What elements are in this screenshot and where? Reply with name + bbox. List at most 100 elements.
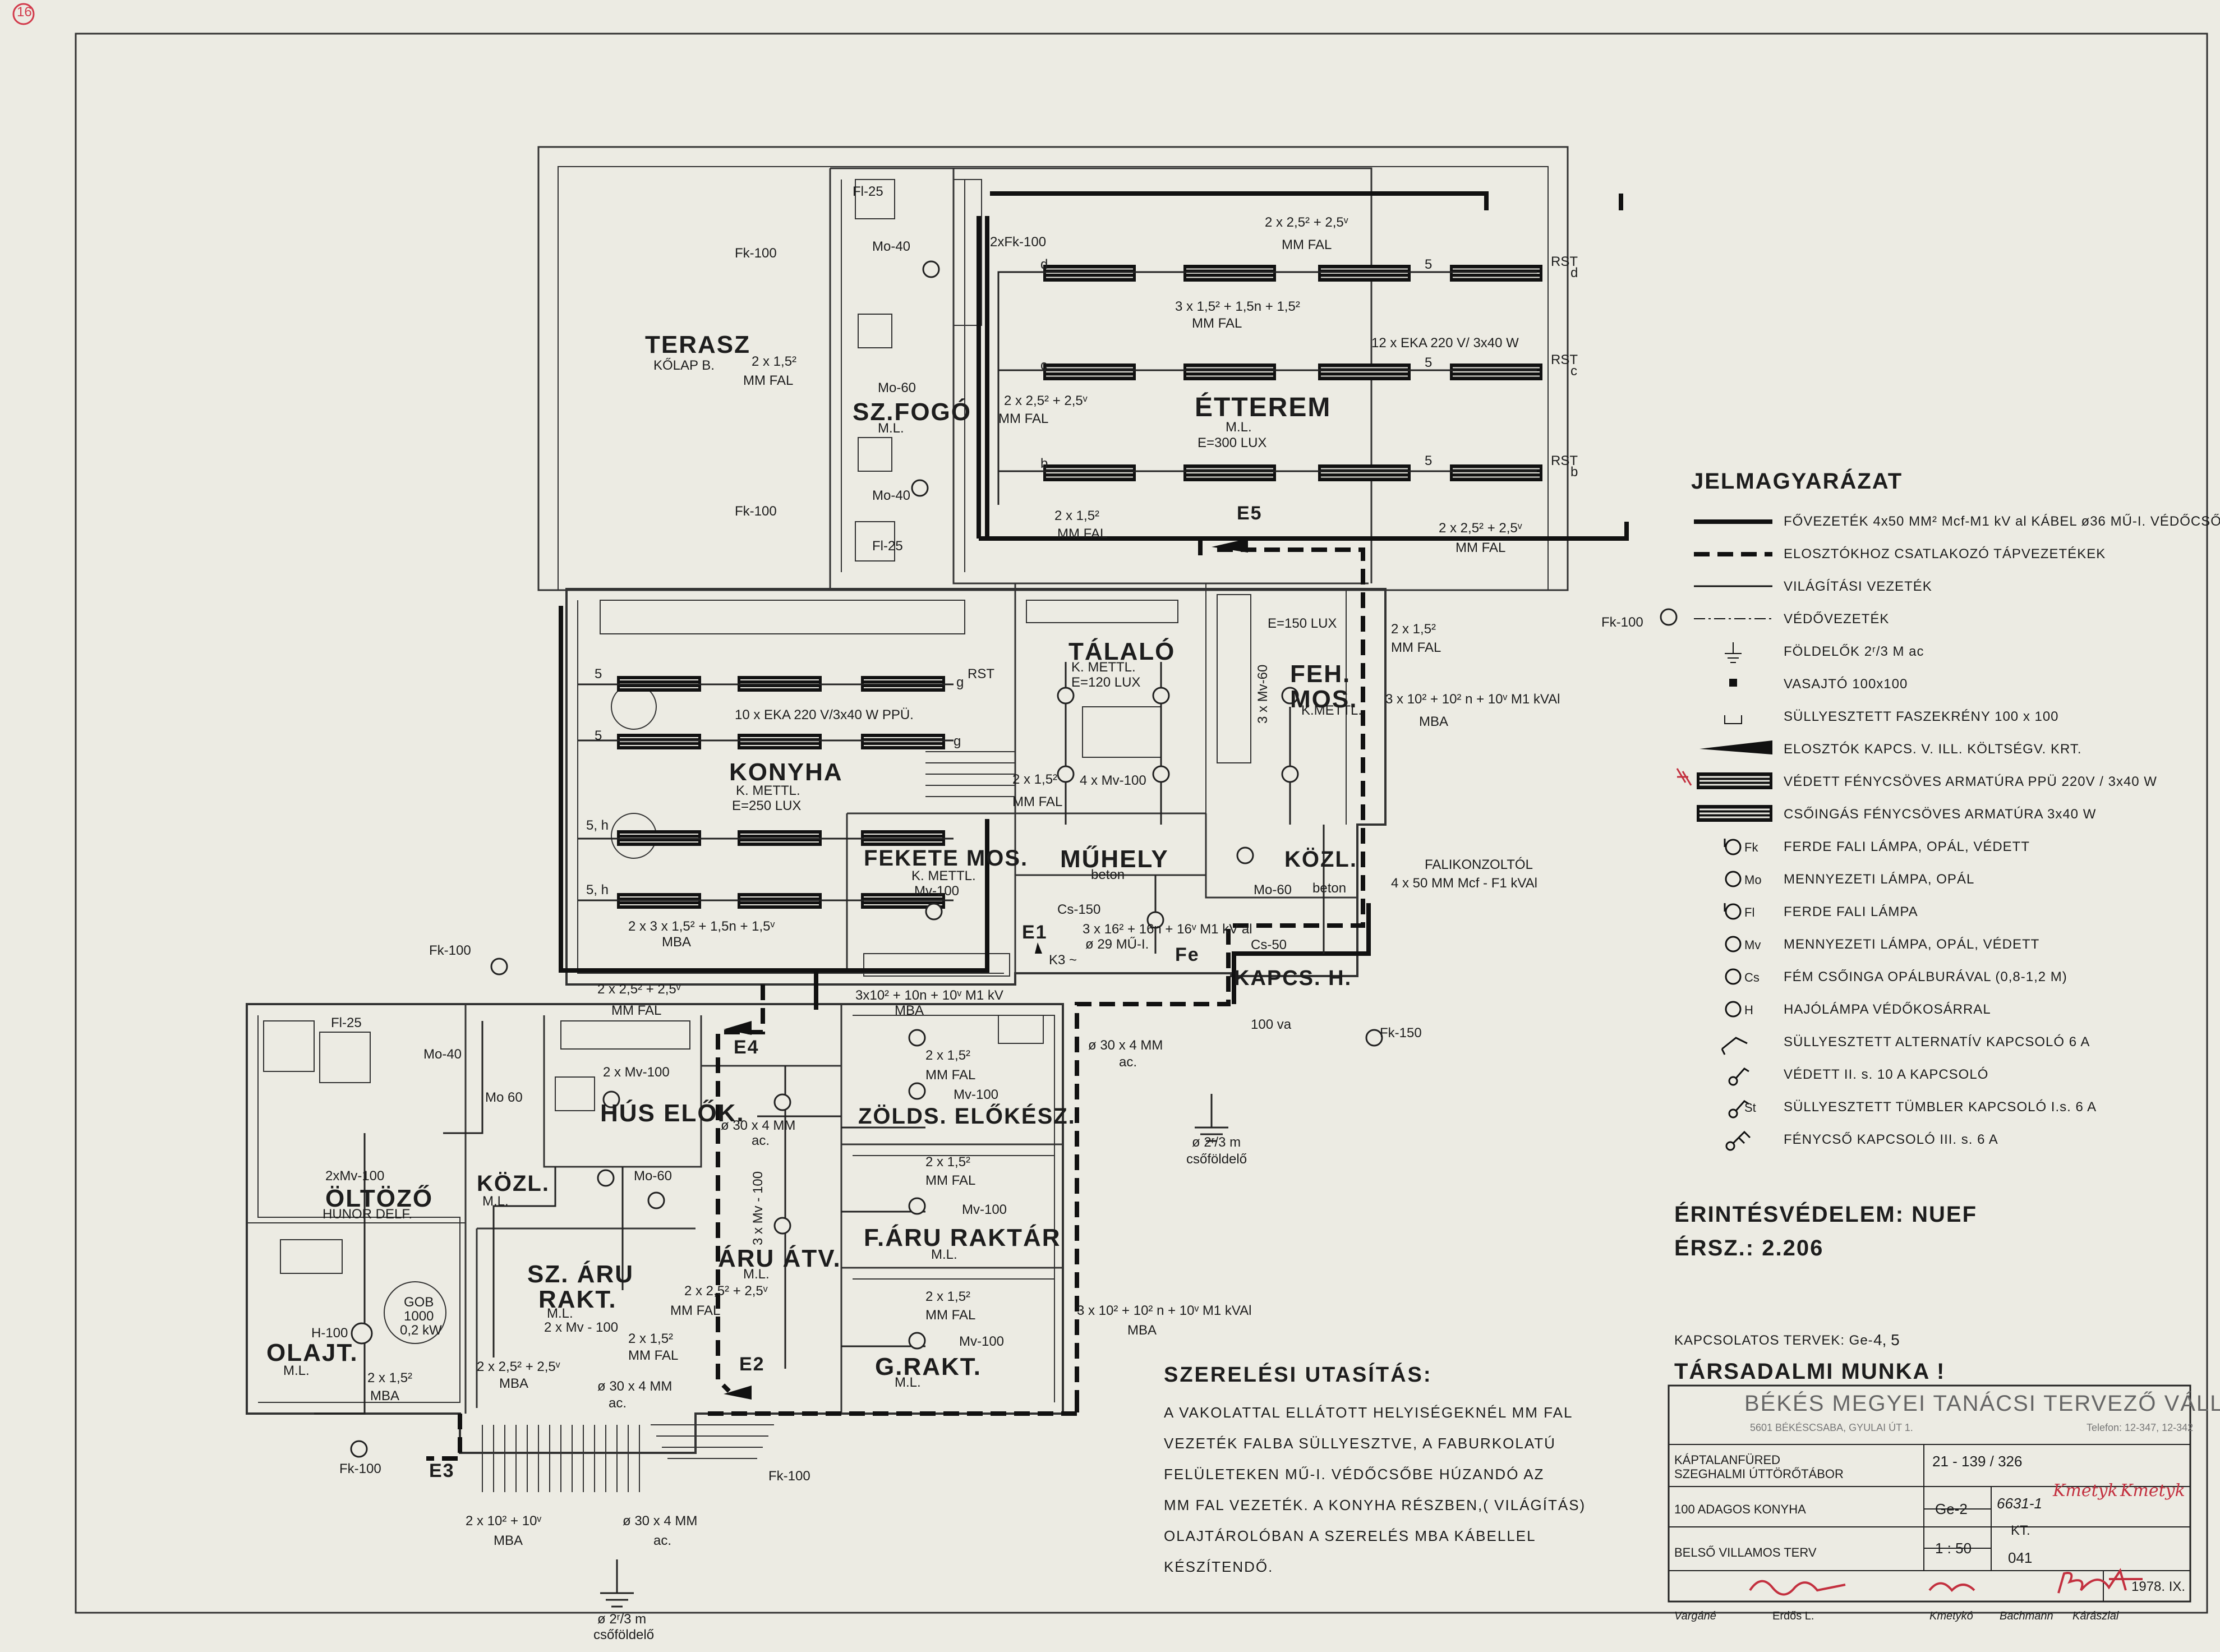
company-phone: Telefon: 12-347, 12-342	[2087, 1422, 2194, 1433]
pipe-ac-c: ac.	[609, 1396, 627, 1411]
cable-3x15: 3 x 1,5² + 1,5n + 1,5²	[1175, 299, 1300, 314]
cable-mm-fal-a: MM FAL	[1282, 237, 1332, 252]
legend-text: FERDE FALI LÁMPA	[1784, 904, 1918, 919]
falikonzol-label: FALIKONZOLTÓL	[1425, 857, 1533, 872]
instructions-line-6: KÉSZÍTENDŐ.	[1164, 1558, 1274, 1575]
lamp-fk100-e: Fk-100	[339, 1461, 381, 1476]
lamp-fl25-b: Fl-25	[872, 539, 903, 554]
legend-title: JELMAGYARÁZAT	[1691, 469, 1903, 494]
fluorescent-tube-icon	[1688, 803, 1772, 826]
row-b-tag: b	[1570, 464, 1578, 480]
cable-mba-d: MBA	[370, 1388, 400, 1403]
room-etterem-floor: M.L.	[1226, 420, 1252, 435]
kitchen-row3-5h: 5, h	[586, 818, 609, 833]
dashed-line-icon	[1688, 543, 1772, 565]
room-talalo-lux: E=120 LUX	[1071, 675, 1141, 690]
room-feketemos: FEKETE MOS.	[864, 846, 1029, 871]
pipe-ac-b: ac.	[752, 1133, 770, 1148]
lamp-2xmv100-a: 2 x Mv-100	[603, 1065, 670, 1080]
legend-mark: Mv	[1744, 938, 1761, 952]
room-feh: FEH.	[1290, 660, 1351, 688]
row-b-rst: RST	[1551, 453, 1578, 468]
name-2: Erdős L.	[1772, 1610, 1814, 1622]
legend-mark: St	[1744, 1101, 1756, 1115]
kitchen-row2-g: g	[954, 734, 961, 749]
company-address: 5601 BÉKÉSCSABA, GYULAI ÚT 1.	[1750, 1422, 1913, 1433]
related-plans-value: 4, 5	[1873, 1331, 1900, 1349]
name-4: Bachmann	[2000, 1610, 2053, 1622]
room-fehmos-lux: E=150 LUX	[1268, 616, 1337, 631]
cable-mba-c: MBA	[499, 1376, 529, 1391]
row-c-5: 5	[1425, 355, 1433, 370]
legend-mark: H	[1744, 1003, 1753, 1017]
lamp-mv100-b: Mv-100	[962, 1202, 1007, 1217]
feeder-cable-2: 3 x 10² + 10² n + 10ᵛ M1 kVAl	[1077, 1303, 1252, 1318]
room-aruatv: ÁRU ÁTV.	[718, 1245, 841, 1272]
kitchen-rst: RST	[968, 666, 994, 682]
wall-lamp-fk-icon: Fk	[1688, 836, 1772, 858]
legend-text: VILÁGÍTÁSI VEZETÉK	[1784, 579, 1932, 594]
instructions-line-2: VEZETÉK FALBA SÜLLYESZTVE, A FABURKOLATÚ	[1164, 1435, 1556, 1452]
lamp-fk100-c: Fk-100	[1601, 615, 1643, 630]
legend-item: FÖLDELŐK 2ʳ/3 M ac	[1688, 641, 1924, 663]
cable-2x15-b: 2 x 1,5²	[1054, 508, 1100, 523]
ground-rod-a: ø 2ʳ/3 m	[1192, 1135, 1241, 1150]
pendant-lamp-cs-icon: Cs	[1688, 966, 1772, 988]
restaurant-fixture-spec: 12 x EKA 220 V/ 3x40 W	[1371, 335, 1519, 351]
cable-mm-fal-i: MM FAL	[611, 1003, 662, 1018]
legend-text: FERDE FALI LÁMPA, OPÁL, VÉDETT	[1784, 839, 2030, 854]
lamp-3xmv60: 3 x Mv-60	[1255, 664, 1270, 724]
legend-item: VASAJTÓ 100x100	[1688, 673, 1908, 696]
cable-2x15-a: 2 x 1,5²	[752, 354, 797, 369]
cable-2x15-g: 2 x 1,5²	[628, 1331, 674, 1346]
room-muhely: MŰHELY	[1060, 845, 1169, 873]
object-name: 100 ADAGOS KONYHA	[1674, 1502, 1806, 1516]
room-kozl-1: KÖZL.	[1284, 847, 1357, 872]
lamp-fk100-b: Fk-100	[735, 504, 777, 519]
drawing-number: 6631-1	[1997, 1495, 2042, 1512]
feeder-cable-2-mba: MBA	[1127, 1323, 1157, 1338]
square-icon	[1688, 673, 1772, 696]
lamp-mo40-a: Mo-40	[872, 239, 911, 254]
switch-tumbler-icon: St	[1688, 1096, 1772, 1119]
legend-item: ELOSZTÓK KAPCS. V. ILL. KÖLTSÉGV. KRT.	[1688, 738, 2082, 761]
row-b-start: b	[1040, 456, 1048, 471]
thick-line-icon	[1688, 510, 1772, 533]
row-c-start: c	[1040, 358, 1047, 373]
drawing-scale: 1 : 50	[1935, 1540, 1972, 1557]
ground-icon	[1688, 641, 1772, 663]
project-number: 21 - 139 / 326	[1932, 1453, 2023, 1470]
room-kozl-2: KÖZL.	[477, 1171, 550, 1196]
cable-mu29: ø 29 MŰ-I.	[1085, 937, 1149, 952]
room-faru: F.ÁRU RAKTÁR	[864, 1224, 1061, 1251]
kitchen-row1-5: 5	[595, 666, 602, 682]
lamp-mo60-a: Mo-60	[878, 380, 916, 395]
cable-2x15-e: 2 x 1,5²	[925, 1154, 971, 1170]
legend-text: ELOSZTÓK KAPCS. V. ILL. KÖLTSÉGV. KRT.	[1784, 742, 2082, 757]
legend-mark: Mo	[1744, 873, 1762, 887]
panel-fe: Fe	[1175, 944, 1200, 965]
falikonzol-cable: 4 x 50 MM Mcf - F1 kVAl	[1391, 876, 1537, 891]
pipe-ac-a: ac.	[1119, 1055, 1137, 1070]
project-line-1: KÁPTALANFÜRED	[1674, 1453, 1781, 1467]
sheet-number: 041	[2008, 1549, 2033, 1566]
cable-mba-e: MBA	[494, 1533, 523, 1548]
lamp-fl25-c: Fl-25	[331, 1015, 362, 1030]
legend-text: FÖLDELŐK 2ʳ/3 M ac	[1784, 644, 1924, 659]
switch-protected-icon	[1688, 1064, 1772, 1086]
cable-2x15-c: 2 x 1,5²	[1391, 622, 1436, 637]
panel-e4: E4	[734, 1037, 759, 1058]
cable-mm-fal-c: MM FAL	[998, 411, 1049, 426]
legend-text: FÉNYCSŐ KAPCSOLÓ III. s. 6 A	[1784, 1132, 1998, 1147]
box-icon	[1688, 706, 1772, 728]
legend-text: CSŐINGÁS FÉNYCSÖVES ARMATÚRA 3x40 W	[1784, 807, 2097, 822]
cable-2x10: 2 x 10² + 10ᵛ	[466, 1513, 542, 1529]
legend-item: FŐVEZETÉK 4x50 MM² Mcf-M1 kV al KÁBEL ø3…	[1688, 510, 2220, 533]
lamp-cs150: Cs-150	[1057, 902, 1101, 917]
feeder-cable-mba: MBA	[1419, 714, 1449, 729]
cable-mm-fal-n: MM FAL	[628, 1348, 679, 1363]
room-terasz-floor: KŐLAP B.	[653, 358, 715, 373]
legend-item: SÜLLYESZTETT ALTERNATÍV KAPCSOLÓ 6 A	[1688, 1031, 2090, 1053]
room-fehmos-floor: K.METTL.	[1301, 703, 1362, 718]
